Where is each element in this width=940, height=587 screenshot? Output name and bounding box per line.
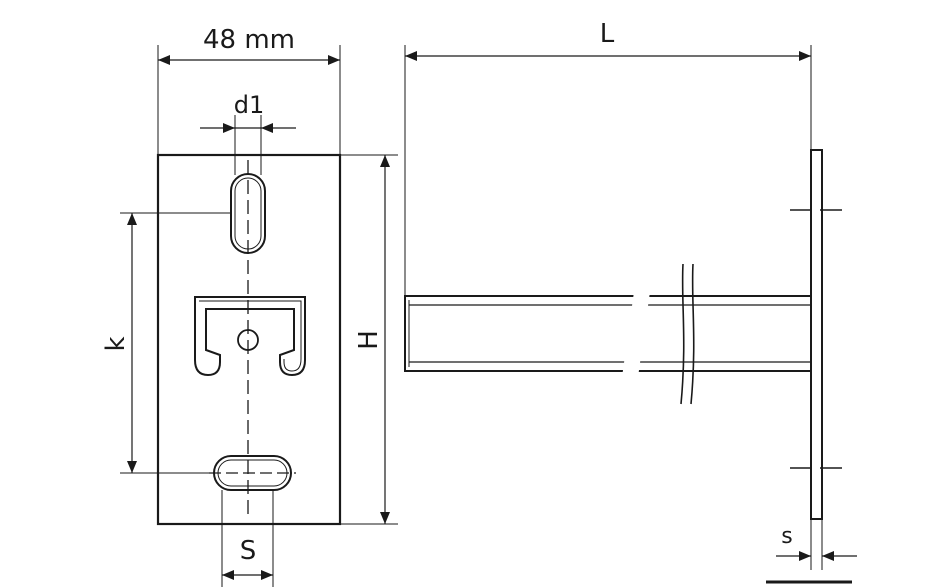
break-mark — [680, 263, 695, 405]
d1-label: d1 — [234, 91, 265, 119]
dimension-k: k — [101, 212, 231, 474]
channel-profile-section — [194, 296, 306, 377]
width-label: 48 mm — [203, 25, 295, 55]
k-label: k — [101, 336, 131, 351]
s-label: s — [781, 524, 792, 549]
cantilever-arm — [404, 295, 811, 372]
base-plate-outline — [156, 153, 342, 526]
bracket-side-view — [404, 149, 845, 520]
h-label: H — [354, 330, 384, 350]
base-plate-front-view — [156, 153, 342, 526]
L-label: L — [600, 19, 615, 49]
dimension-width: 48 mm — [157, 25, 341, 155]
wall-plate-side — [810, 149, 823, 520]
dimension-L: L — [404, 19, 812, 296]
dimension-h: H — [340, 154, 398, 525]
dimension-S: S — [221, 490, 274, 587]
dimension-d1: d1 — [200, 91, 296, 175]
dimension-s: s — [766, 519, 857, 584]
S-label: S — [240, 536, 257, 566]
